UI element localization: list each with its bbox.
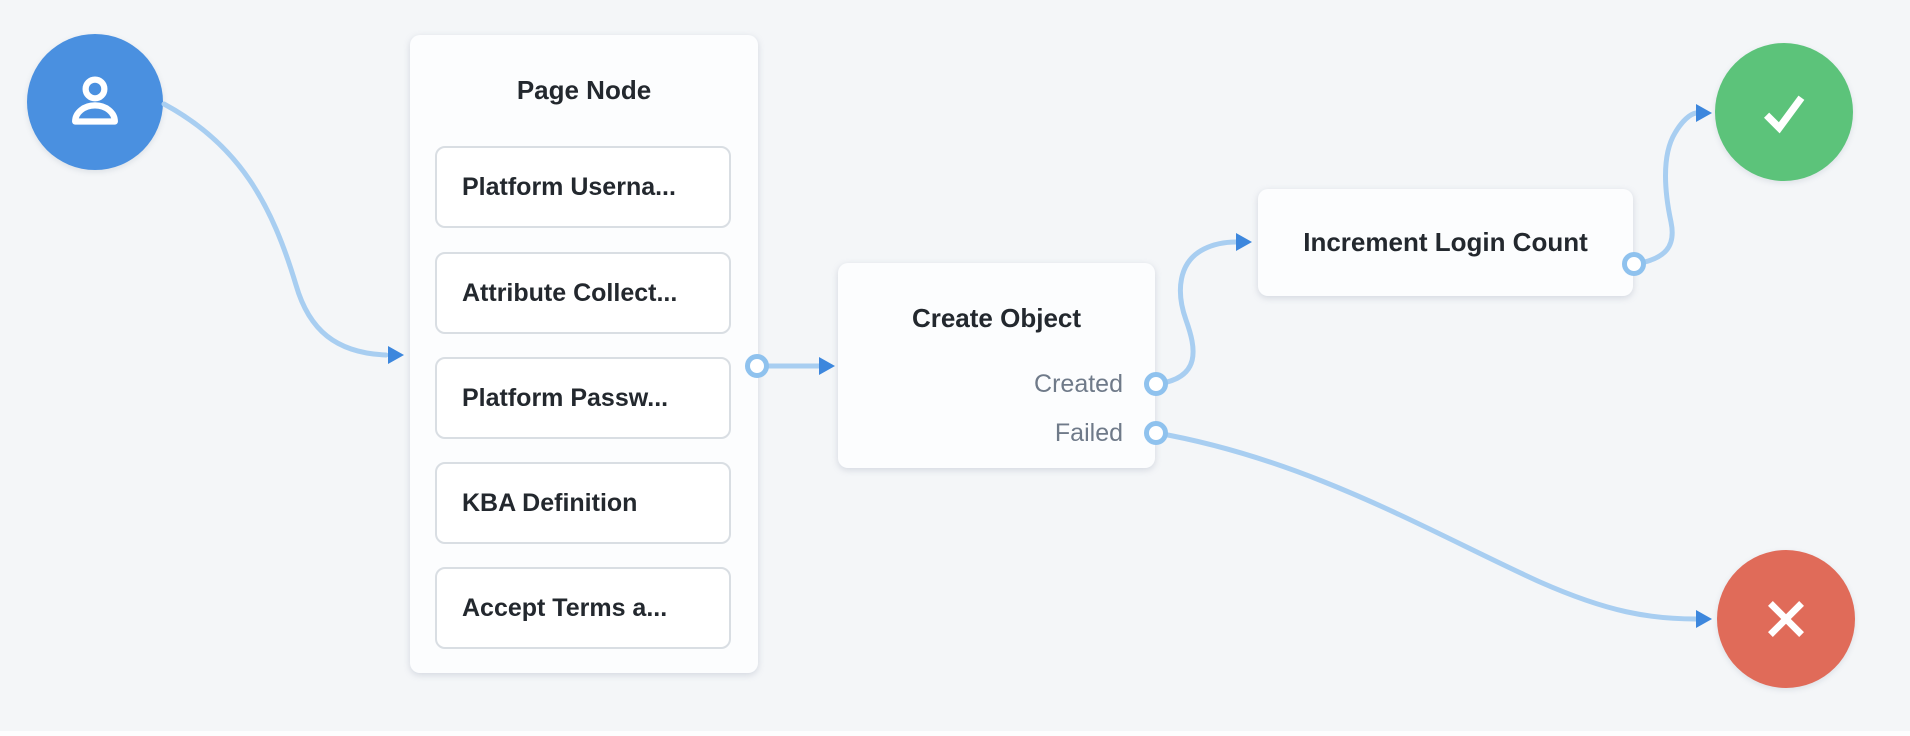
arrowhead-failure-input [1696, 610, 1712, 628]
canvas-bottom-edge [0, 731, 1910, 736]
arrowhead-page-node-input [388, 346, 404, 364]
success-node[interactable] [1715, 43, 1853, 181]
increment-login-count-title: Increment Login Count [1303, 227, 1588, 257]
edge-created-to-increment[interactable] [1154, 239, 1239, 387]
edge-start-to-page-node[interactable] [161, 101, 389, 358]
page-node-title: Page Node [516, 75, 652, 105]
x-icon [1768, 601, 1804, 637]
page-node-card[interactable]: Page Node Platform Userna... Attribute C… [410, 35, 758, 673]
output-created-label: Created [1034, 370, 1123, 398]
page-item-platform-password[interactable]: Platform Passw... [435, 357, 731, 439]
arrowhead-success-input [1696, 104, 1712, 122]
edge-increment-to-success[interactable] [1632, 110, 1699, 267]
increment-login-count-card[interactable]: Increment Login Count [1258, 189, 1633, 296]
check-icon [1764, 95, 1805, 134]
arrowhead-increment-input [1236, 233, 1252, 251]
page-item-kba-definition[interactable]: KBA Definition [435, 462, 731, 544]
output-failed-label: Failed [1054, 419, 1123, 447]
page-item-attribute-collector[interactable]: Attribute Collect... [435, 252, 731, 334]
start-node[interactable] [27, 34, 163, 170]
edge-failed-to-failure[interactable] [1154, 430, 1699, 622]
failure-node[interactable] [1717, 550, 1855, 688]
page-item-accept-terms[interactable]: Accept Terms a... [435, 567, 731, 649]
user-icon [72, 76, 118, 125]
page-item-platform-username[interactable]: Platform Userna... [435, 146, 731, 228]
arrowhead-create-object-input [819, 357, 835, 375]
create-object-title: Create Object [911, 303, 1082, 333]
create-object-card[interactable]: Create Object Created Failed [838, 263, 1155, 468]
